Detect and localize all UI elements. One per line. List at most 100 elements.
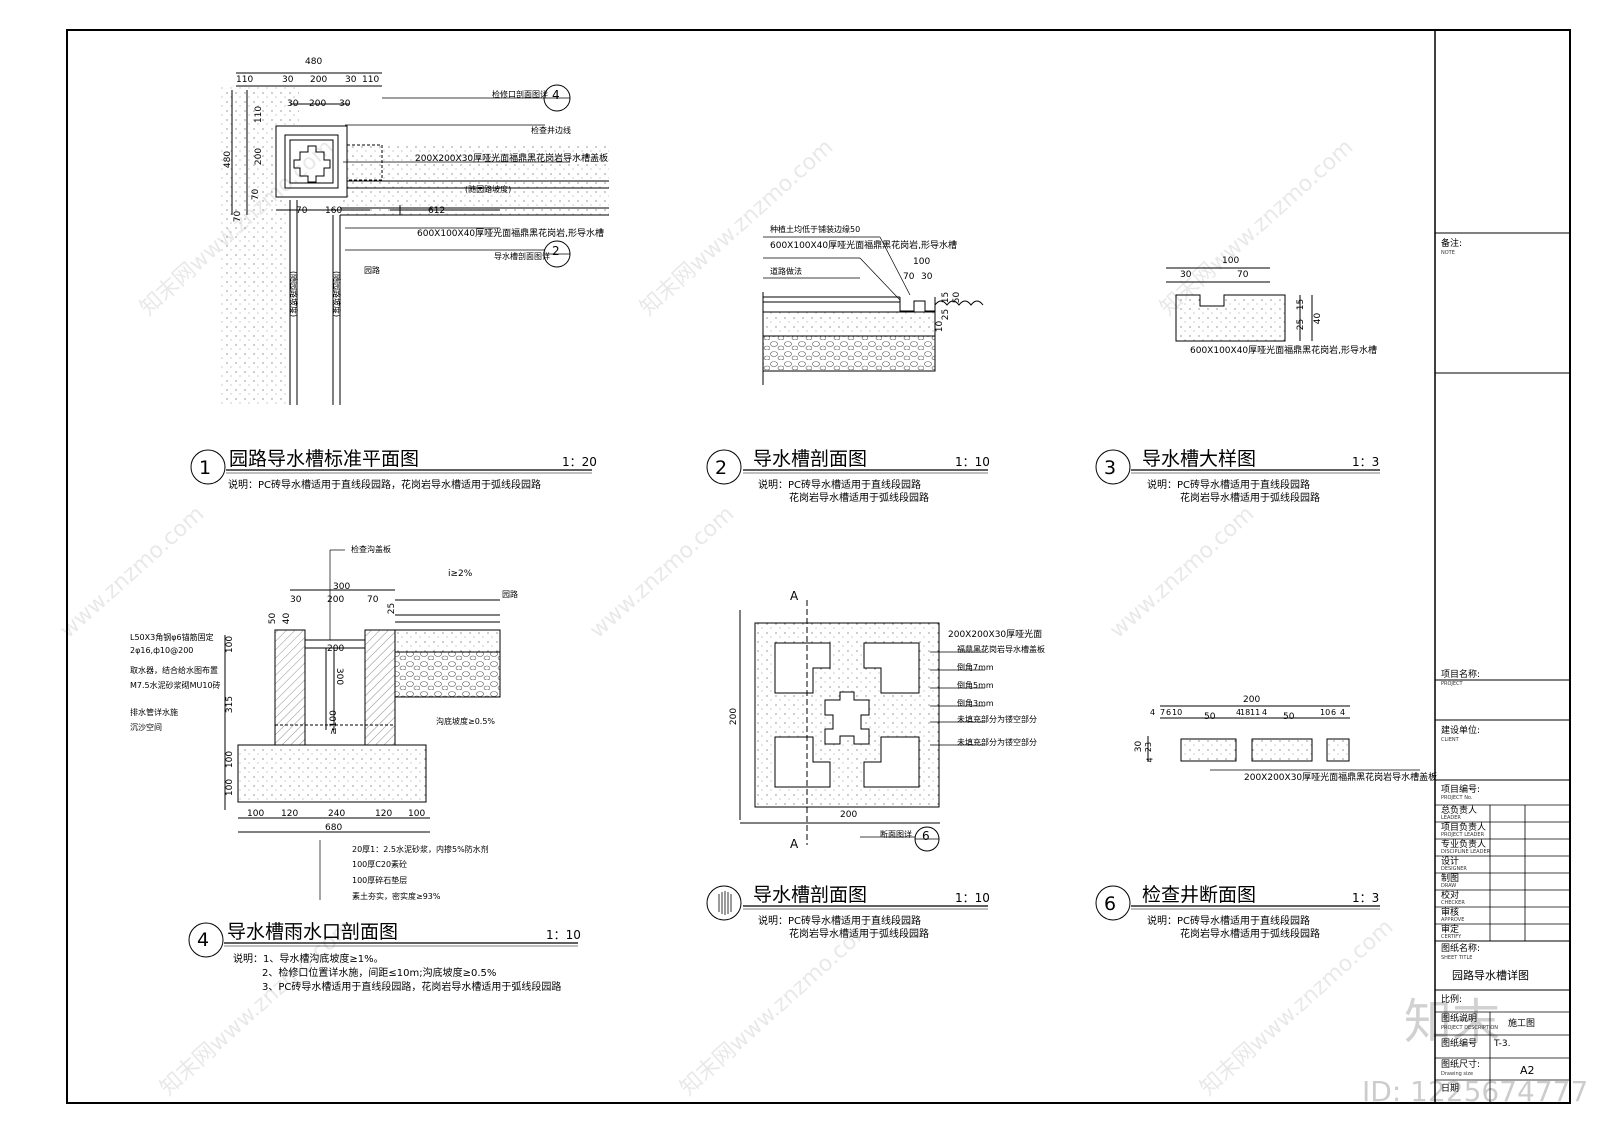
drawing-6-note-1: 说明：PC砖导水槽适用于直线段园路: [1147, 916, 1311, 927]
drawing-4-title: 导水槽雨水口剖面图: [227, 921, 399, 943]
sec4-label: 2φ16,ф10@200: [130, 646, 194, 655]
sec4-label: 取水器，结合给水图布置: [130, 666, 218, 675]
tb-desc-label: 图纸说明: [1441, 1014, 1478, 1024]
sec6-dim: 23: [1144, 741, 1154, 753]
plan-label: 导水槽剖面图详: [494, 252, 550, 261]
detail-drawing-3: [1166, 267, 1313, 342]
sec4-dim: 240: [328, 809, 346, 819]
tb-client-sub: CLIENT: [1441, 737, 1459, 743]
sec4-dim: 30: [290, 595, 302, 605]
sec6-dim: 7: [1160, 708, 1166, 717]
sec4-label: 沉沙空间: [130, 723, 162, 732]
tb-row-label: 设计: [1441, 857, 1460, 867]
grate-drawing: [739, 600, 985, 845]
tb-desc-sub: PROJECT DESCRIPTION: [1441, 1025, 1499, 1031]
drawing-5-note-1: 说明：PC砖导水槽适用于直线段园路: [758, 916, 922, 927]
drawing-4-number: 4: [197, 929, 210, 951]
sec2-dim: 70: [903, 272, 915, 282]
det3-dim: 25: [1296, 318, 1307, 331]
plan-ref-number: 4: [552, 88, 560, 102]
sec4-layer: 100厚C20素砼: [352, 860, 408, 869]
sec6-dim: 4: [1145, 757, 1155, 763]
tb-row-label: 项目负责人: [1441, 823, 1487, 833]
sec6-dim: 18: [1240, 708, 1251, 717]
tb-row-sub: CERTIFY: [1441, 934, 1462, 940]
sec4-dim: 25: [387, 602, 398, 615]
tb-row-label: 制图: [1441, 874, 1460, 884]
section-mark-top: A: [790, 589, 799, 603]
sec4-dim: 300: [334, 667, 345, 686]
drawing-1-number: 1: [199, 457, 212, 479]
drawing-4-note-2: 2、检修口位置详水施，间距≤10m;沟底坡度≥0.5%: [262, 968, 497, 979]
grate-label: 未填充部分为镂空部分: [957, 715, 1037, 724]
det3-dim: 100: [1222, 256, 1240, 266]
sec2-label: 600X100X40厚哑光面福鼎黑花岗岩,形导水槽: [770, 241, 958, 251]
plan-dim: 110: [362, 75, 380, 85]
sec4-dim: 120: [375, 809, 393, 819]
plan-dim: 30: [339, 99, 351, 109]
det3-dim: 40: [1313, 312, 1324, 325]
sec4-dim: 200: [327, 595, 345, 605]
sec4-label: i≥2%: [448, 569, 473, 579]
plan-dim: 480: [223, 150, 234, 169]
drawing-5-note-2: 花岗岩导水槽适用于弧线段园路: [789, 929, 929, 940]
grate-dim: 200: [840, 810, 858, 820]
sec4-dim: 200: [327, 644, 345, 654]
sec4-dim: ≥100: [328, 710, 339, 735]
sec6-dim: 11: [1250, 708, 1261, 717]
tb-row-label: 审定: [1441, 925, 1460, 935]
plan-dim: 30: [282, 75, 294, 85]
sec2-label: 道路做法: [770, 267, 802, 276]
plan-label: (随园路坡度): [465, 185, 512, 194]
tb-row-sub: DESIGNER: [1441, 866, 1467, 872]
drawing-6-scale: 1：3: [1352, 891, 1380, 905]
watermark-logo: 知末: [1404, 994, 1501, 1050]
grate-ref-number: 6: [922, 829, 930, 843]
tb-row-sub: LEADER: [1441, 815, 1461, 821]
sec4-dim: 120: [281, 809, 299, 819]
tb-note-sub: NOTE: [1441, 250, 1455, 256]
tb-sheet-title-sub: SHEET TITLE: [1441, 955, 1473, 961]
drawing-1-note: 说明：PC砖导水槽适用于直线段园路，花岗岩导水槽适用于弧线段园路: [228, 480, 542, 491]
sec4-label: 检查沟盖板: [351, 545, 391, 554]
sec6-dim: 6: [1331, 708, 1337, 717]
drawing-4-note-1: 说明：1、导水槽沟底坡度≥1%。: [233, 954, 384, 965]
sec4-dim: 300: [333, 582, 351, 592]
plan-dim: 200: [309, 99, 327, 109]
section-drawing-4: [224, 549, 501, 900]
plan-dim: 612: [428, 206, 446, 216]
drawing-1-scale: 1：20: [562, 455, 597, 469]
plan-dim: 70: [296, 206, 308, 216]
sec6-dim: 30: [1134, 740, 1145, 753]
sec4-layer: 素土夯实，密实度≥93%: [352, 892, 441, 901]
grate-label: 未填充部分为镂空部分: [957, 738, 1037, 747]
section-mark-bottom: A: [790, 837, 799, 851]
plan-label: 园路: [364, 266, 380, 275]
sec6-dim: 50: [1204, 712, 1216, 722]
drawing-3-scale: 1：3: [1352, 455, 1380, 469]
tb-project-sub: PROJECT: [1441, 681, 1463, 687]
tb-size-label: 图纸尺寸:: [1441, 1060, 1481, 1070]
sec4-dim: 70: [367, 595, 379, 605]
grate-ref-label: 断面图详: [880, 830, 912, 839]
det3-dim: 30: [1180, 270, 1192, 280]
sec4-slope: 沟底坡度≥0.5%: [436, 717, 496, 726]
sec6-dim: 4: [1236, 708, 1242, 717]
sec6-dim: 10: [1320, 708, 1331, 717]
drawing-6-note-2: 花岗岩导水槽适用于弧线段园路: [1180, 929, 1320, 940]
sec4-dim: 100: [247, 809, 265, 819]
tb-note-label: 备注:: [1441, 239, 1463, 249]
sec4-dim: 100: [408, 809, 426, 819]
tb-row-label: 总负责人: [1441, 806, 1478, 816]
sec6-dim: 6: [1166, 708, 1172, 717]
section-drawing-2: [762, 236, 984, 385]
tb-row-sub: CHECKER: [1441, 900, 1465, 906]
tb-sheet-title-label: 图纸名称:: [1441, 944, 1481, 954]
sec2-label: 种植土均低于铺装边缘50: [770, 225, 861, 234]
det3-label: 600X100X40厚哑光面福鼎黑花岗岩,形导水槽: [1190, 346, 1378, 356]
grate-label: 倒角5mm: [957, 681, 994, 690]
drawing-3-title: 导水槽大样图: [1142, 448, 1257, 470]
tb-project-label: 项目名称:: [1441, 670, 1481, 680]
plan-dim: 110: [236, 75, 254, 85]
tb-ratio-label: 比例:: [1441, 995, 1463, 1005]
